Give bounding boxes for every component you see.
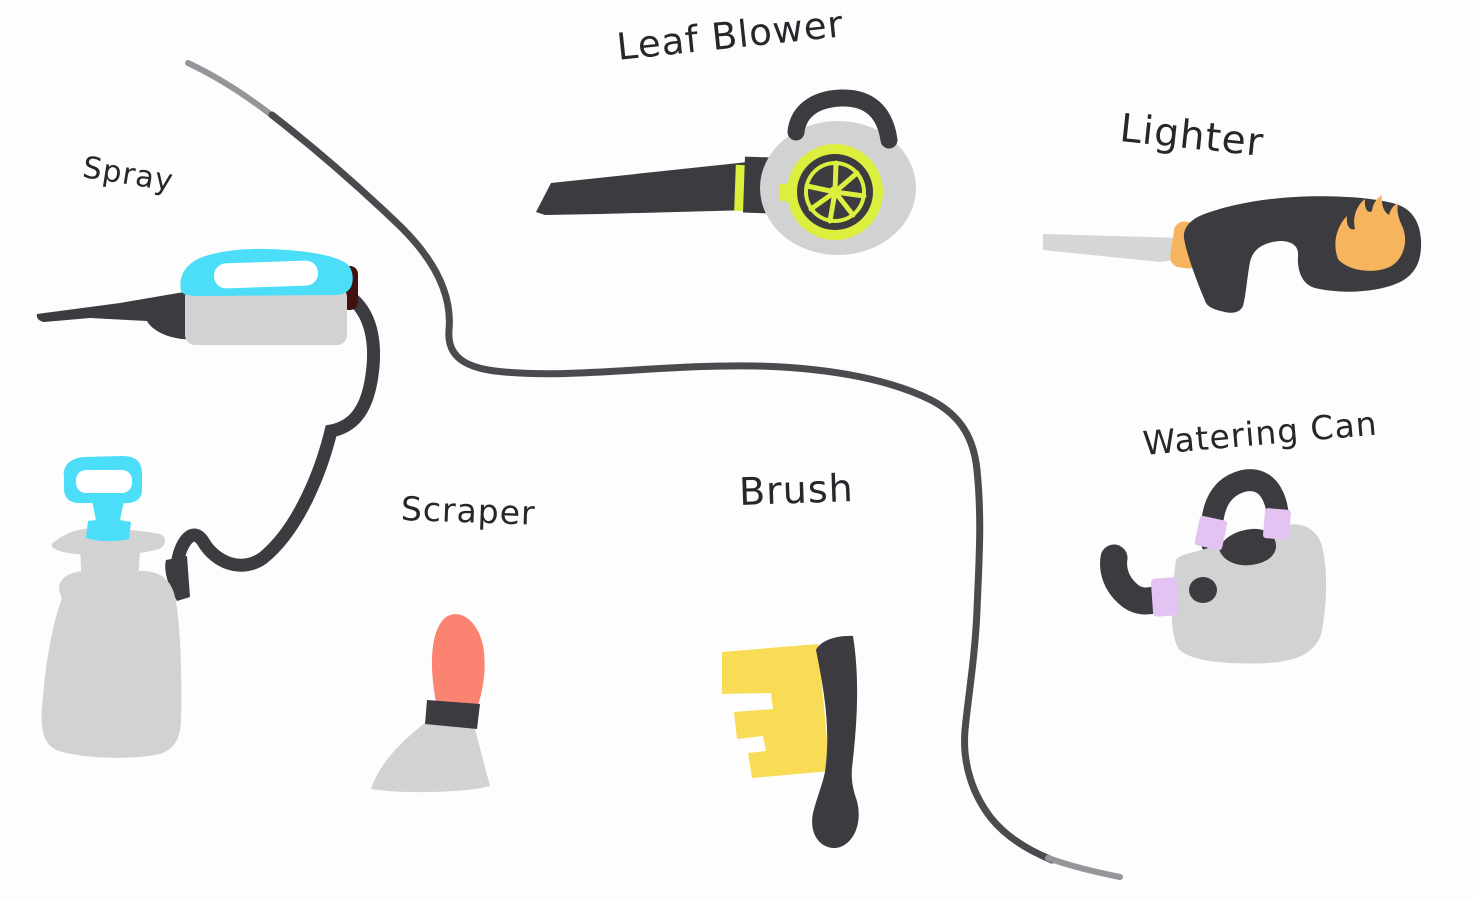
- scraper-ferrule: [425, 700, 480, 729]
- cord-line-end: [1045, 855, 1123, 880]
- watering-can-drawing: [1100, 469, 1327, 664]
- tank-flange: [51, 527, 166, 556]
- brush-bristles: [722, 644, 830, 778]
- can-dot: [1189, 577, 1217, 603]
- lighter-drawing: [1043, 195, 1422, 313]
- can-opening: [1219, 528, 1276, 566]
- can-spout-band: [1150, 577, 1180, 617]
- tank-body: [41, 571, 182, 758]
- cord-line-main: [268, 111, 1056, 864]
- scraper-blade: [371, 718, 490, 793]
- spray-gun-body: [185, 287, 347, 345]
- spray-gun-drawing: [36, 248, 358, 345]
- pump-handle-slot: [76, 470, 132, 493]
- brush-handle: [812, 635, 859, 849]
- scraper-drawing: [371, 614, 490, 793]
- blower-handle: [787, 89, 898, 149]
- pump-stem: [86, 501, 131, 542]
- flame-icon: [1335, 195, 1406, 271]
- cord-line-drawing: [185, 60, 1123, 880]
- label-scraper: Scraper: [400, 489, 537, 533]
- can-handle-band-left: [1194, 515, 1228, 551]
- leaf-blower-drawing: [536, 89, 916, 255]
- spray-hose: [170, 290, 381, 597]
- can-handle-band-right: [1262, 508, 1292, 540]
- fan-wheel-icon: [779, 144, 883, 240]
- spray-tank-drawing: [41, 456, 182, 758]
- can-body: [1171, 524, 1327, 664]
- can-spout: [1100, 544, 1180, 615]
- blower-nozzle: [536, 162, 751, 215]
- brush-drawing: [722, 635, 859, 849]
- label-brush: Brush: [738, 466, 855, 514]
- scraper-handle: [431, 614, 485, 705]
- spray-gun-handle-slot: [214, 260, 319, 289]
- lighter-wand: [1043, 234, 1190, 262]
- spray-wand: [36, 291, 204, 340]
- cord-line-start: [185, 60, 281, 123]
